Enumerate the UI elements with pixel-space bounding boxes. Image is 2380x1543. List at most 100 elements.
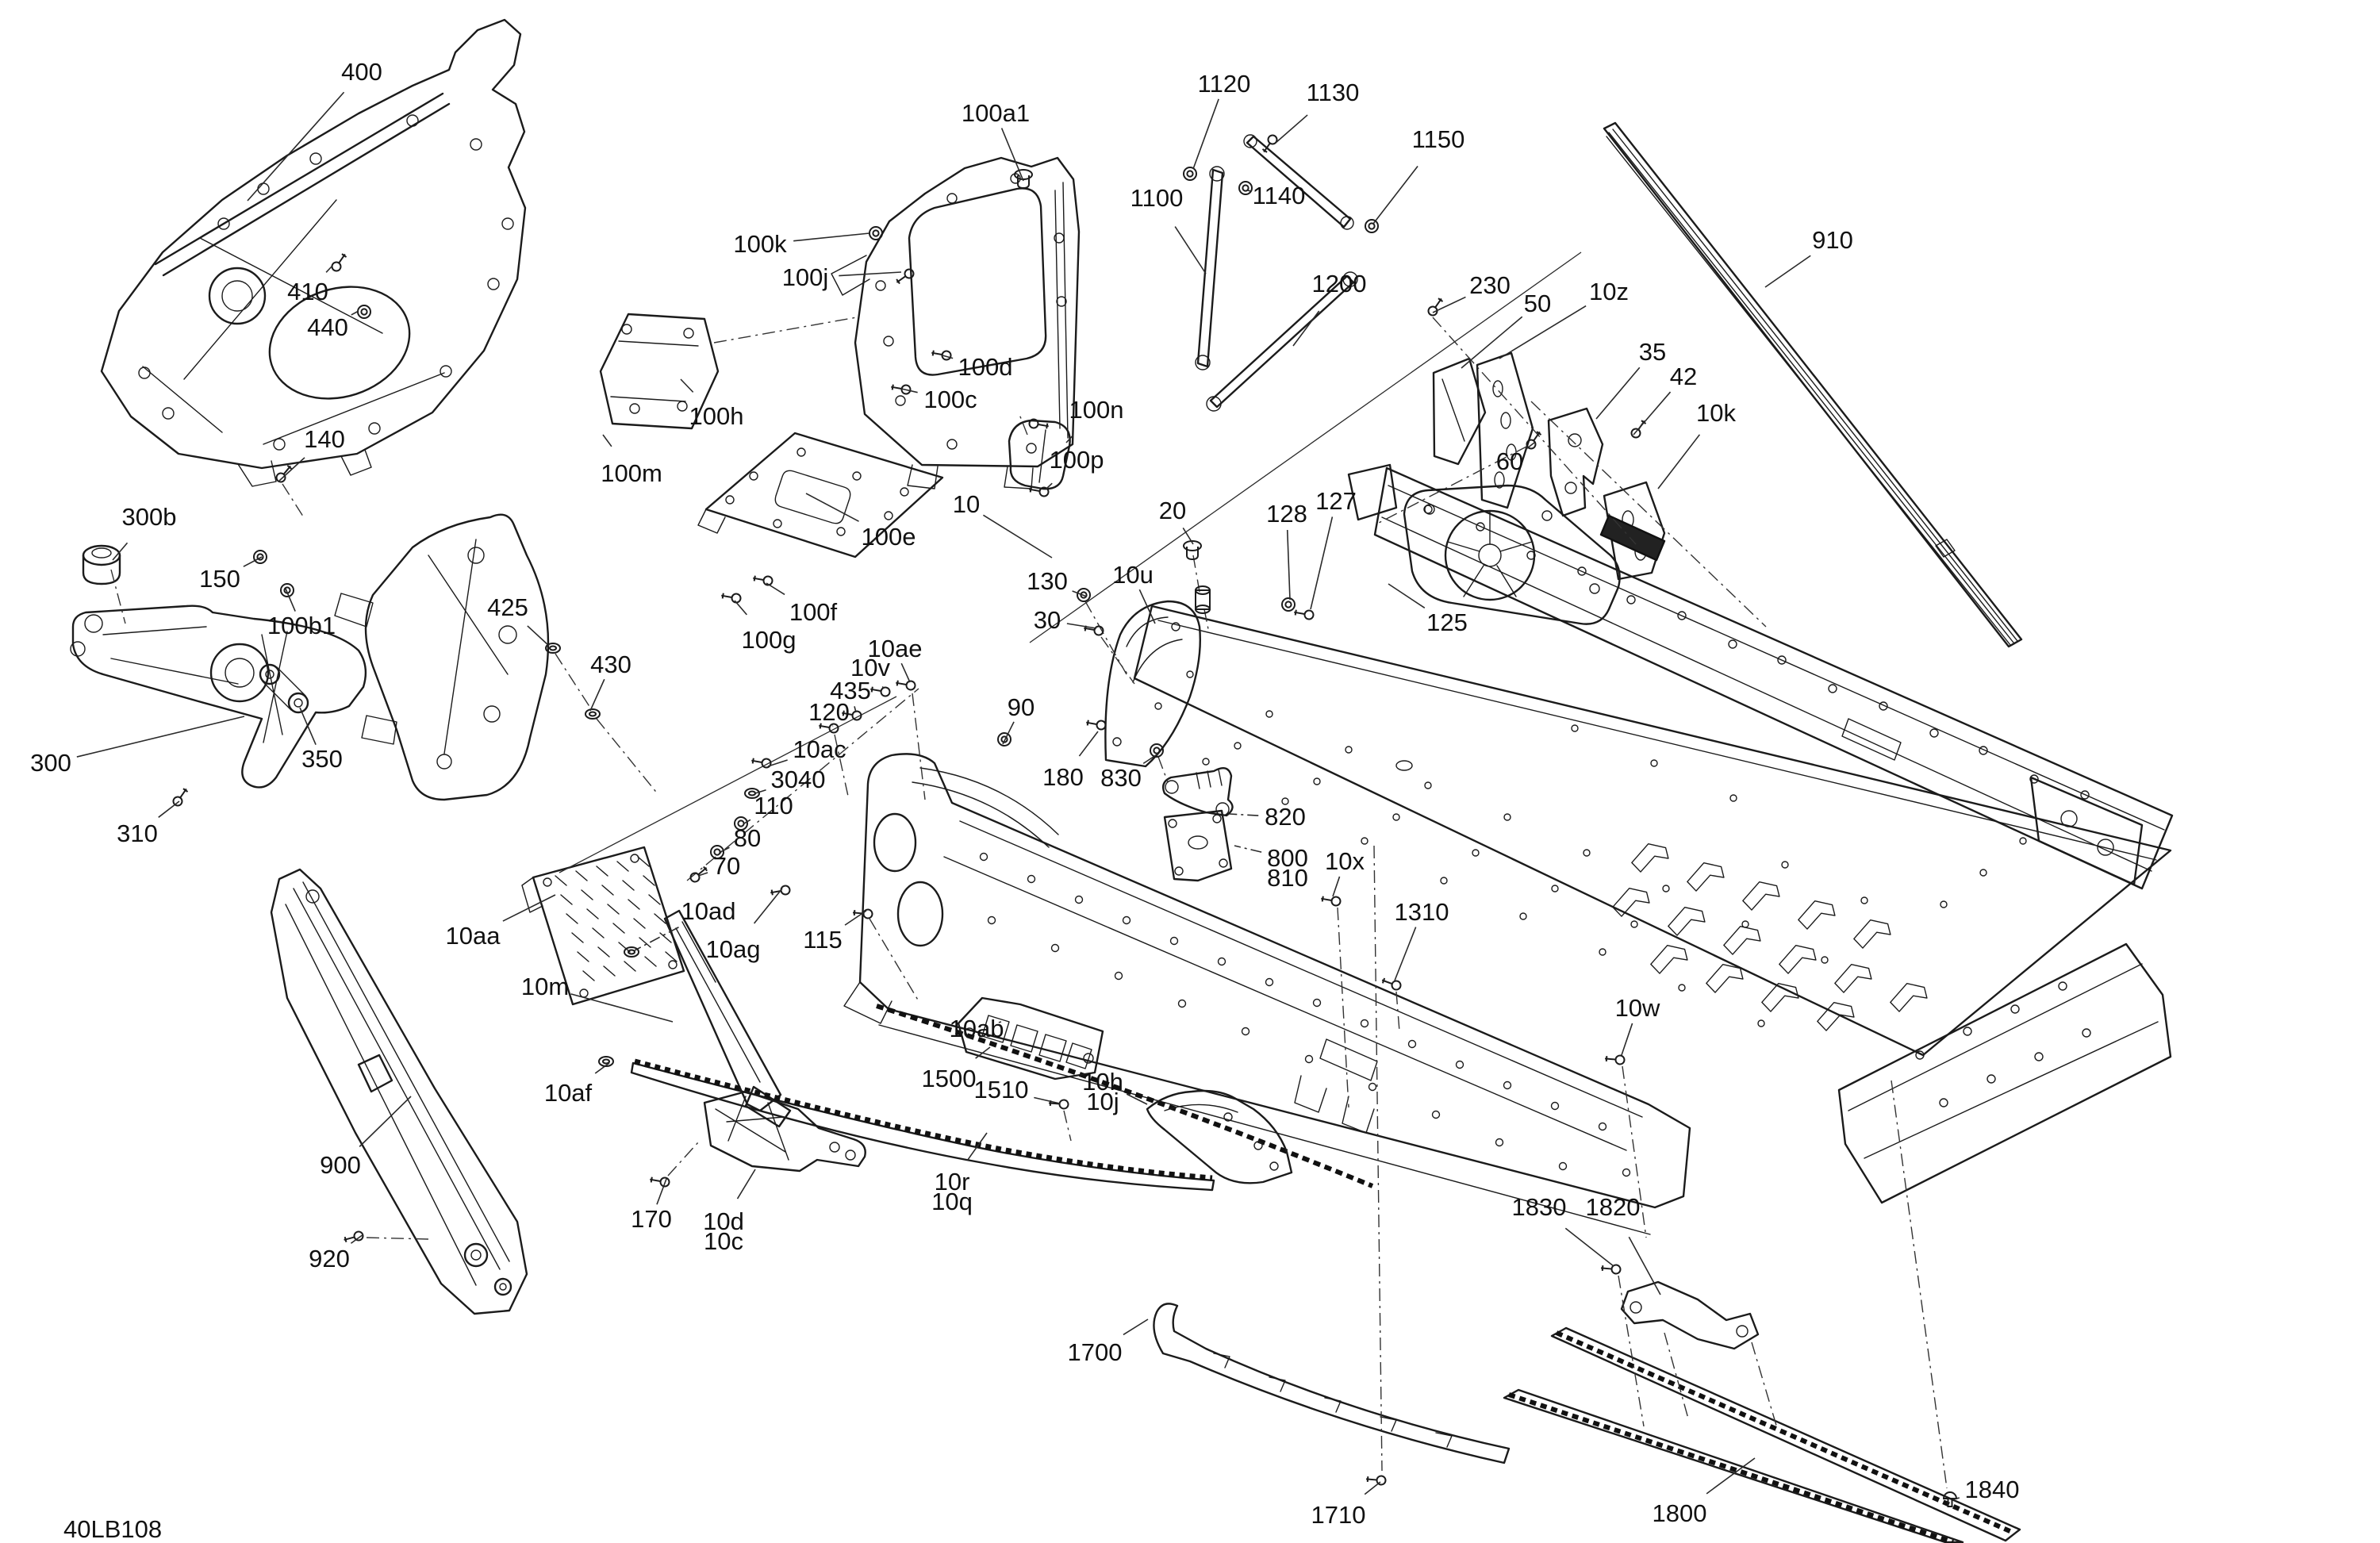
callout-900: 900 (320, 1096, 412, 1179)
callout-label-1510: 1510 (974, 1076, 1029, 1104)
callout-label-115: 115 (803, 926, 842, 954)
leader-line (1621, 1023, 1633, 1056)
tunnel-hole (1599, 948, 1606, 956)
vent-slot (581, 889, 593, 900)
tunnel-hole (1551, 885, 1559, 892)
leader-line (1138, 589, 1156, 624)
part-bracket-150 (334, 513, 550, 801)
tunnel-hole (1472, 849, 1480, 857)
callout-10: 10 (953, 490, 1053, 558)
part-bracket-800 (1163, 809, 1233, 882)
callout-1830: 1830 (1512, 1193, 1614, 1267)
leader-line (1657, 434, 1701, 489)
leader-line (900, 388, 918, 393)
leader-line (1066, 623, 1097, 629)
vent-slot (644, 956, 657, 967)
callout-10c: 10c (704, 1227, 743, 1255)
callout-label-180: 180 (1042, 763, 1084, 791)
tunnel-chevron-cutout (1853, 919, 1891, 949)
callout-label-20: 20 (1159, 497, 1186, 524)
vent-slot (639, 937, 651, 948)
callout-label-10af: 10af (544, 1079, 593, 1107)
callout-label-3040: 3040 (771, 766, 826, 793)
assembly-dash-line (1337, 907, 1349, 1108)
callout-label-100g: 100g (742, 626, 797, 654)
leader-line (602, 434, 612, 447)
vent-slot (648, 894, 661, 905)
screw-icon (1381, 977, 1402, 991)
vent-slot (612, 923, 625, 934)
washer-icon (624, 946, 639, 958)
tunnel-chevron-cutout (1834, 963, 1872, 993)
assembly-dash-line (1432, 317, 1637, 545)
callout-label-10ab: 10ab (950, 1015, 1004, 1042)
callout-label-10ae: 10ae (868, 635, 923, 662)
tunnel-chevron-cutout (1779, 944, 1817, 974)
tunnel-hole (1757, 1019, 1765, 1027)
assembly-dash-line (1157, 756, 1169, 783)
callout-425: 425 (487, 593, 550, 647)
callout-label-125: 125 (1426, 608, 1468, 636)
callout-label-1500: 1500 (922, 1065, 977, 1092)
leader-line (1078, 731, 1099, 757)
part-bracket-170 (703, 1090, 866, 1173)
leader-line (1246, 190, 1251, 192)
screw-icon (1084, 625, 1104, 636)
leader-line (1123, 1318, 1149, 1336)
callout-label-1800: 1800 (1653, 1499, 1707, 1527)
screw-icon (896, 680, 916, 691)
callout-label-35: 35 (1639, 338, 1666, 366)
member-hole (1074, 895, 1084, 904)
washer-icon (585, 708, 601, 720)
callout-100n: 100n (1065, 396, 1123, 443)
tunnel-hole (1583, 849, 1591, 857)
nut-icon (1238, 181, 1253, 195)
nut-icon (1281, 597, 1296, 612)
member-hole (1217, 957, 1226, 966)
member-hole (1027, 874, 1036, 884)
callout-100d: 100d (942, 353, 1012, 381)
part-rods (1195, 134, 1358, 412)
callout-label-60: 60 (1496, 447, 1523, 475)
leader-line (1628, 1236, 1661, 1295)
callout-60: 60 (1496, 442, 1535, 475)
callout-label-10ac: 10ac (793, 735, 846, 763)
tunnel-hole (1424, 781, 1432, 789)
callout-430: 430 (589, 651, 631, 712)
callout-label-100b1: 100b1 (267, 612, 336, 639)
leader-line (1499, 305, 1587, 359)
part-bracket-cluster-50 (1432, 351, 1666, 581)
assembly-dash-line (1395, 991, 1400, 1032)
member-hole (1550, 1101, 1560, 1111)
callout-label-820: 820 (1265, 803, 1306, 831)
vent-slot (607, 904, 620, 915)
member-hole (1495, 1138, 1504, 1147)
nut-icon (1183, 167, 1197, 181)
callout-800: 800 (1234, 844, 1308, 872)
vent-slot (582, 970, 595, 981)
leader-line (975, 1046, 991, 1059)
leader-line (112, 542, 129, 561)
leader-line (753, 888, 783, 924)
tunnel-hole (1281, 797, 1289, 805)
callout-10z: 10z (1499, 278, 1629, 359)
assembly-dash-line (912, 693, 926, 800)
callout-label-10ag: 10ag (706, 935, 761, 963)
part-rack-1500 (957, 996, 1104, 1080)
callout-10v: 10v (850, 654, 890, 689)
member-hole (1265, 977, 1274, 987)
screw-icon (1086, 720, 1107, 731)
member-hole (1431, 1110, 1441, 1119)
leader-line (1372, 166, 1418, 225)
tunnel-hole (1202, 758, 1210, 766)
vent-slot (592, 927, 605, 938)
leader-line (158, 800, 180, 818)
tunnel-hole (1729, 794, 1737, 802)
tunnel-chevron-cutout (1761, 982, 1799, 1012)
callout-90: 90 (1002, 693, 1035, 745)
assembly-dash-line (1192, 555, 1200, 593)
callout-10ac: 10ac (767, 735, 846, 767)
callout-label-100e: 100e (862, 523, 916, 551)
callout-label-400: 400 (341, 58, 382, 86)
member-hole (979, 852, 988, 862)
